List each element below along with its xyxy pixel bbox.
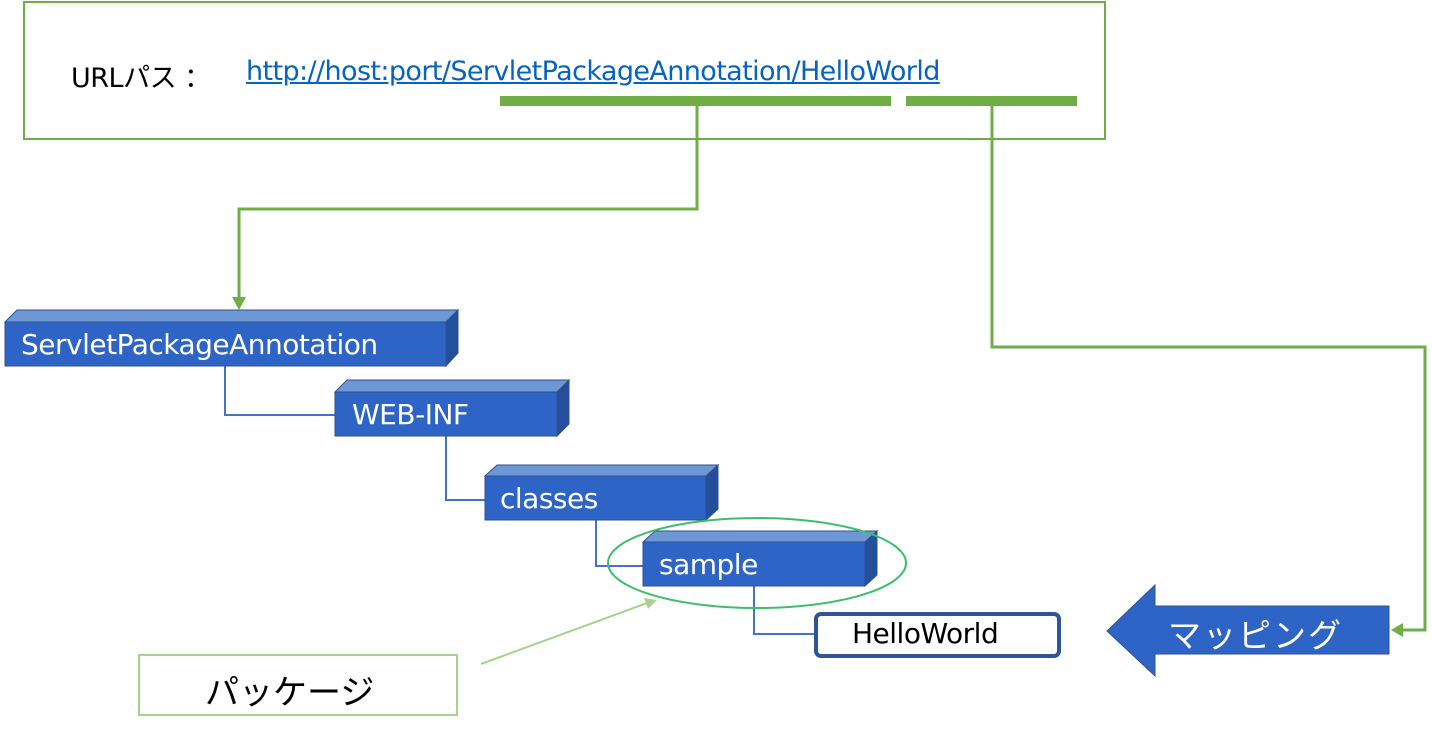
- connector-context-to-folder: [237, 106, 699, 298]
- folder-label-sample: sample: [659, 548, 758, 581]
- arrowhead-left-icon: [1391, 623, 1403, 637]
- folder-sample: [641, 529, 879, 588]
- tree-line-3: [595, 520, 643, 567]
- folder-classes: [483, 463, 720, 522]
- package-callout-label: パッケージ: [205, 673, 375, 713]
- package-highlight-ellipse: [607, 517, 907, 609]
- folder-label-servletpackageannotation: ServletPackageAnnotation: [21, 328, 378, 361]
- package-callout-arrowhead-icon: [644, 598, 657, 609]
- file-label-helloworld: HelloWorld: [852, 617, 999, 650]
- file-helloworld-box: [814, 612, 1061, 658]
- package-callout-line: [480, 602, 648, 665]
- url-box: [23, 1, 1106, 140]
- folder-web-inf: [333, 378, 571, 438]
- folder-label-web-inf: WEB-INF: [352, 398, 469, 431]
- url-path-label: URLパス ：: [71, 63, 211, 94]
- left-arrow-shape: [1106, 583, 1390, 678]
- tree-line-4: [753, 586, 814, 635]
- mapping-label: マッピング: [1168, 616, 1343, 655]
- folder-servletpackageannotation: [3, 308, 460, 368]
- folder-label-classes: classes: [500, 482, 598, 515]
- highlight-bar-servlet: [906, 96, 1077, 106]
- arrowhead-down-icon: [232, 297, 246, 310]
- url-link[interactable]: http://host:port/ServletPackageAnnotatio…: [246, 56, 940, 87]
- tree-line-1: [224, 366, 335, 416]
- highlight-bar-context: [500, 96, 891, 106]
- package-callout-box: [138, 654, 458, 716]
- connector-servlet-to-mapping: [990, 106, 1427, 632]
- tree-line-2: [445, 436, 485, 501]
